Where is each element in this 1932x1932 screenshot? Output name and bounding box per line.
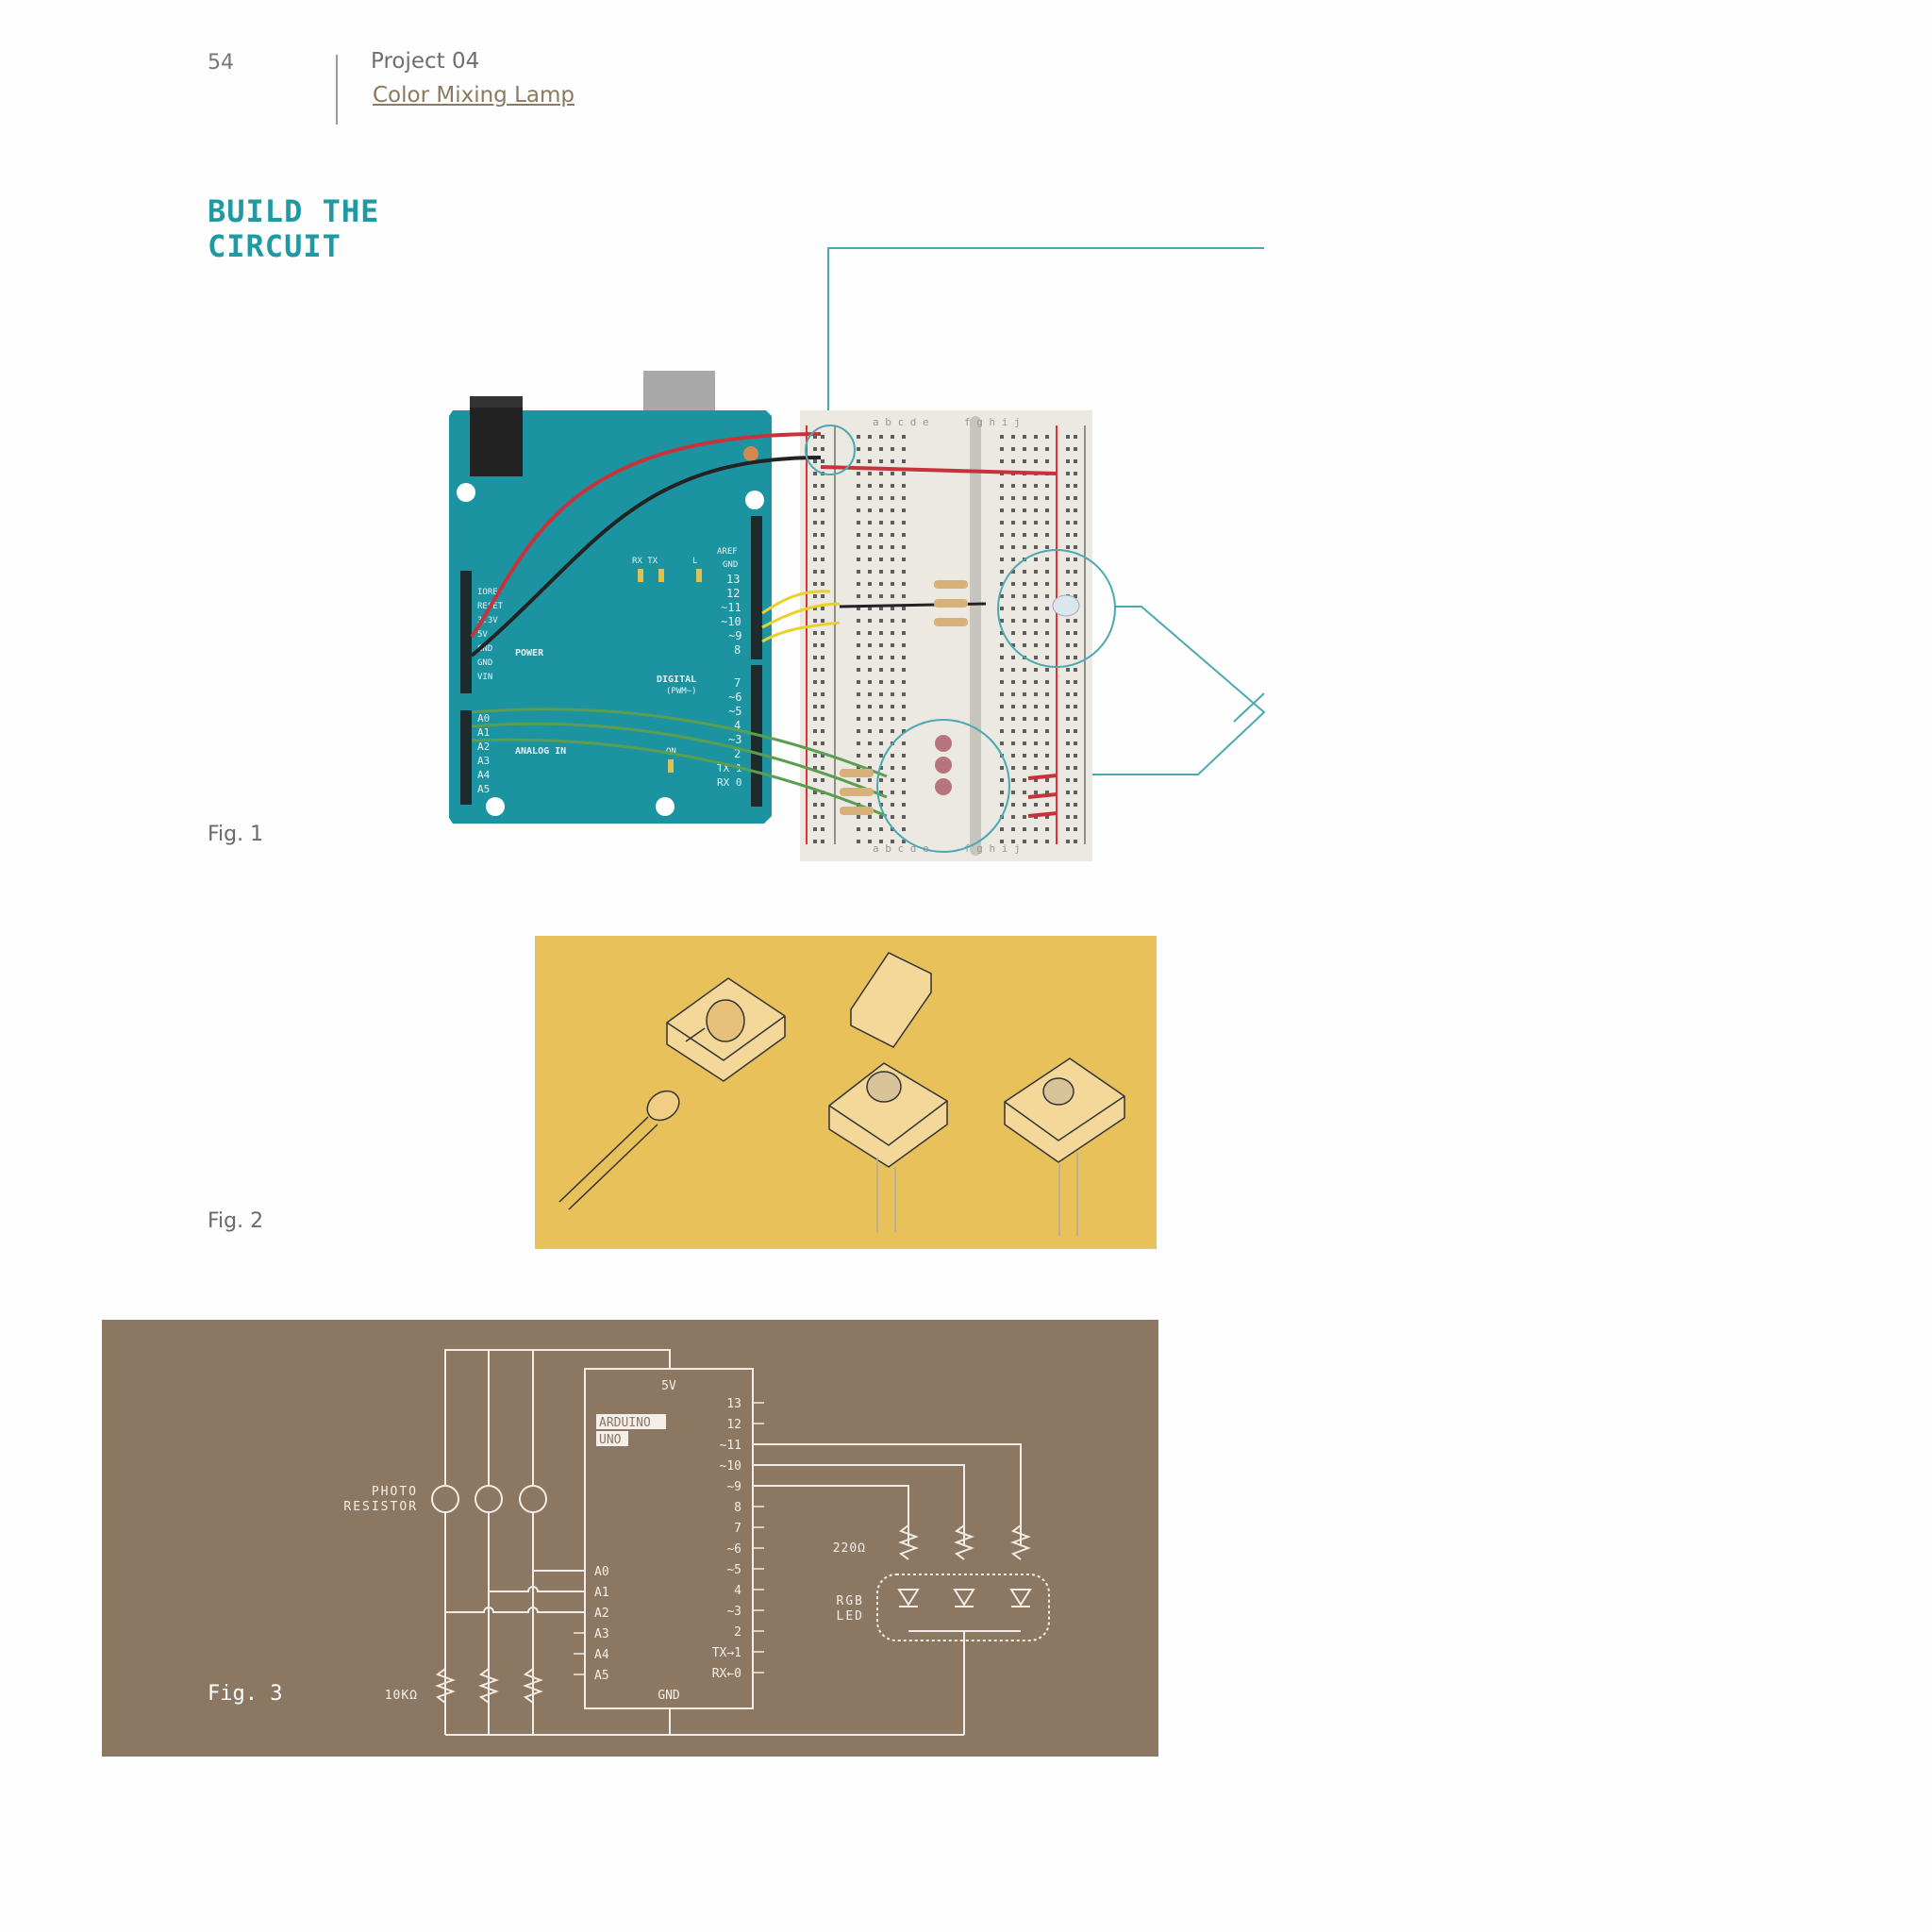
resistors-220 [898, 1524, 1031, 1560]
svg-text:GND: GND [723, 560, 738, 570]
schematic-analog-pin-label: A1 [594, 1586, 609, 1600]
svg-text:IOREF: IOREF [477, 588, 503, 597]
svg-text:~9: ~9 [728, 629, 741, 642]
svg-text:f g h i j: f g h i j [964, 842, 1021, 855]
schematic-analog-pin-label: A5 [594, 1669, 609, 1683]
svg-text:GND: GND [477, 658, 492, 668]
schematic-digital-pin-label: ~6 [726, 1542, 741, 1557]
schematic-digital-pin-label: RX←0 [712, 1667, 741, 1681]
fivev-label: 5V [661, 1379, 676, 1393]
schematic-digital-pin-label: 2 [734, 1625, 741, 1640]
svg-text:DIGITAL: DIGITAL [657, 675, 696, 685]
fig2-photoresistor-filter-illustration [535, 936, 1157, 1249]
uno-label: UNO [599, 1433, 622, 1447]
r220-label: 220Ω [833, 1541, 866, 1556]
svg-text:~10: ~10 [721, 615, 741, 628]
r10k-label: 10KΩ [385, 1689, 418, 1703]
schematic-analog-pin-label: A4 [594, 1648, 609, 1662]
svg-text:GND: GND [477, 644, 492, 654]
svg-text:A0: A0 [477, 712, 490, 724]
svg-text:AREF: AREF [717, 547, 738, 557]
schematic-digital-pin-label: ~3 [726, 1605, 741, 1619]
svg-text:7: 7 [734, 676, 741, 690]
svg-text:VIN: VIN [477, 673, 492, 682]
schematic-analog-pin-label: A0 [594, 1565, 609, 1579]
svg-text:13: 13 [726, 573, 740, 586]
schematic-analog-pin-label: A2 [594, 1607, 609, 1621]
resistors-10k [435, 1668, 543, 1704]
svg-text:RX TX: RX TX [632, 557, 658, 566]
svg-text:f g h i j: f g h i j [964, 416, 1021, 428]
svg-text:5V: 5V [477, 630, 488, 640]
project-subtitle-link[interactable]: Color Mixing Lamp [373, 83, 575, 108]
svg-text:POWER: POWER [515, 648, 544, 658]
schematic-digital-pin-label: 12 [726, 1418, 741, 1432]
heading-line-2: CIRCUIT [208, 228, 341, 264]
svg-text:~5: ~5 [728, 705, 741, 718]
schematic-digital-pin-label: ~9 [726, 1480, 741, 1494]
fig2-label: Fig. 2 [208, 1209, 264, 1233]
svg-text:L: L [692, 557, 697, 566]
svg-text:A4: A4 [477, 769, 491, 781]
svg-text:4: 4 [734, 719, 741, 732]
schematic-digital-pin-label: 13 [726, 1397, 741, 1411]
svg-text:A3: A3 [477, 755, 490, 767]
heading-line-1: BUILD THE [208, 193, 380, 229]
schematic-digital-pin-label: 4 [734, 1584, 741, 1598]
red-wire [470, 432, 822, 639]
arduino-label: ARDUINO [599, 1416, 651, 1430]
svg-text:2: 2 [734, 747, 741, 760]
header-divider [336, 55, 338, 125]
svg-text:a b c d e: a b c d e [873, 416, 929, 428]
gnd-label: GND [658, 1689, 680, 1703]
svg-text:~6: ~6 [728, 691, 741, 704]
svg-text:A2: A2 [477, 741, 490, 753]
fig1-label: Fig. 1 [208, 823, 264, 846]
callout-top-line [827, 247, 1264, 429]
svg-text:RX 0: RX 0 [717, 776, 742, 789]
svg-text:A5: A5 [477, 783, 490, 795]
schematic-digital-pin-label: TX→1 [712, 1646, 741, 1660]
svg-text:A1: A1 [477, 726, 490, 739]
svg-text:~3: ~3 [728, 733, 741, 746]
photo-label: PHOTO [372, 1485, 418, 1499]
svg-text:~11: ~11 [721, 601, 741, 614]
schematic-digital-pin-label: 7 [734, 1522, 741, 1536]
svg-text:12: 12 [726, 587, 740, 600]
power-jack [470, 399, 523, 476]
led-symbols [897, 1589, 1032, 1607]
fig3-label: Fig. 3 [208, 1682, 282, 1706]
photoresistor-symbols [431, 1485, 547, 1513]
fig3-schematic: PHOTO RESISTOR ARDUINO UNO 5V GND 220Ω R… [102, 1320, 1158, 1757]
svg-text:ANALOG IN: ANALOG IN [515, 746, 566, 757]
callout-right-line [1000, 606, 1266, 775]
svg-text:3.3V: 3.3V [477, 616, 498, 625]
schematic-digital-pin-label: ~11 [720, 1439, 741, 1453]
project-title: Project 04 [371, 49, 480, 74]
led-label: LED [837, 1609, 864, 1624]
svg-text:8: 8 [734, 643, 741, 657]
resistor-label: RESISTOR [343, 1500, 418, 1514]
black-wire [470, 456, 822, 658]
schematic-analog-pin-label: A3 [594, 1627, 609, 1641]
schematic-digital-pin-label: 8 [734, 1501, 741, 1515]
page-number: 54 [208, 51, 234, 75]
rgb-label: RGB [837, 1594, 864, 1608]
svg-text:ON: ON [666, 747, 676, 757]
schematic-digital-pin-label: ~10 [720, 1459, 741, 1474]
svg-text:(PWM~): (PWM~) [666, 687, 697, 696]
section-heading: BUILD THE CIRCUIT [208, 194, 379, 264]
schematic-digital-pin-label: ~5 [726, 1563, 741, 1577]
